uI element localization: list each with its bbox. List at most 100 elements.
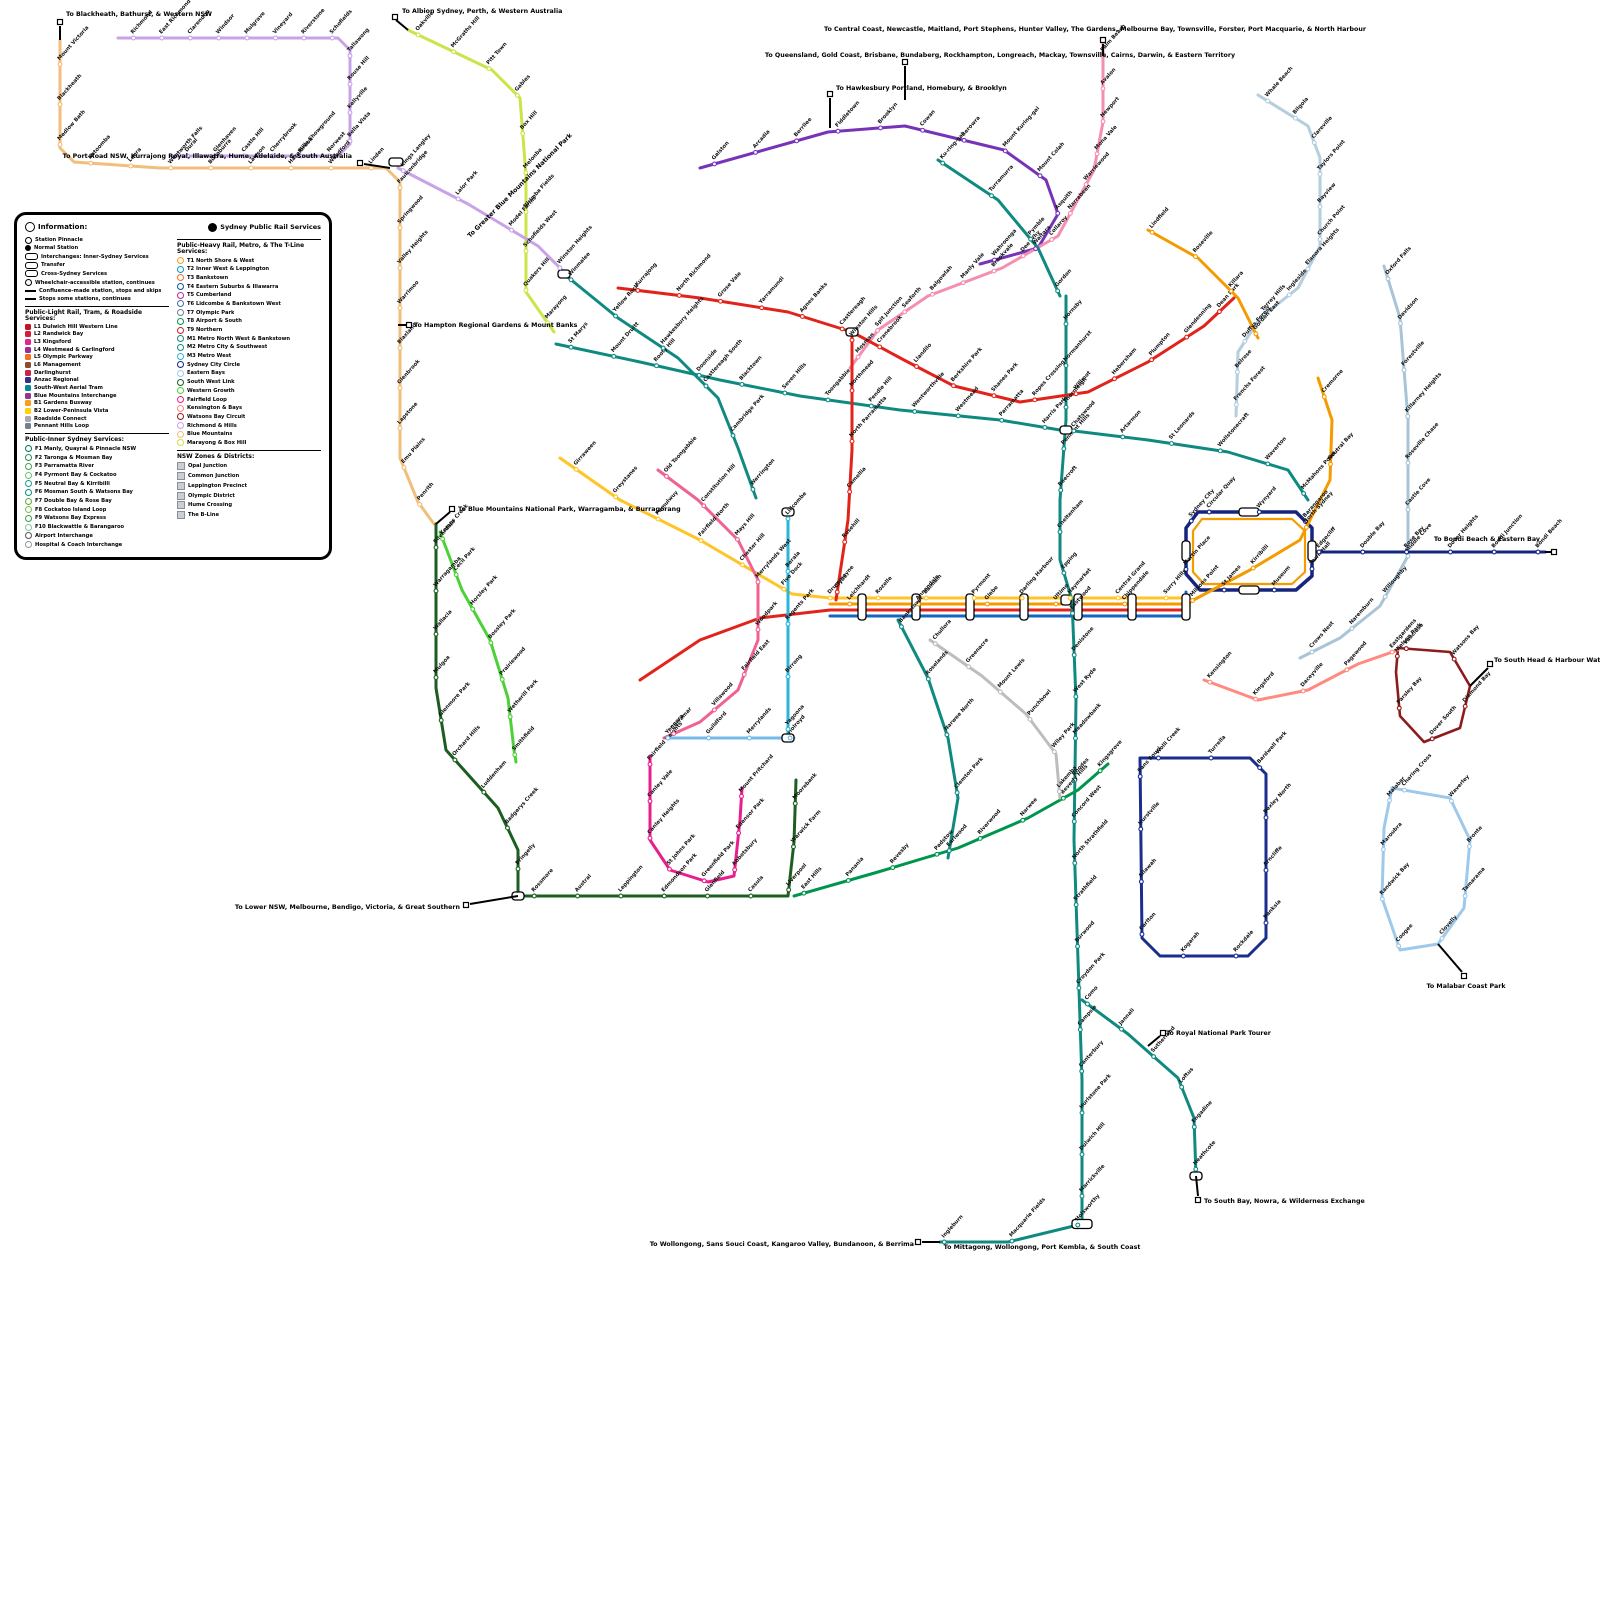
station-dot[interactable]: [1429, 736, 1435, 742]
station-dot[interactable]: [1401, 367, 1407, 373]
station-dot[interactable]: [839, 326, 845, 332]
station-dot[interactable]: [1075, 943, 1080, 949]
legend-item[interactable]: Cross-Sydney Services: [25, 270, 169, 278]
legend-item[interactable]: Transfer: [25, 261, 169, 269]
interchange-box[interactable]: [1073, 593, 1083, 621]
legend-item[interactable]: Roadside Connect: [25, 415, 169, 422]
station-dot[interactable]: [1405, 460, 1411, 466]
station-dot[interactable]: [397, 185, 403, 191]
station-dot[interactable]: [184, 153, 190, 159]
station-dot[interactable]: [509, 227, 514, 233]
station-dot[interactable]: [647, 835, 653, 841]
station-dot[interactable]: [1138, 879, 1144, 885]
station-dot[interactable]: [1020, 817, 1026, 823]
station-dot[interactable]: [1049, 237, 1055, 243]
station-dot[interactable]: [507, 714, 513, 720]
legend-item[interactable]: Eastern Bays: [177, 369, 321, 377]
station-dot[interactable]: [88, 160, 94, 166]
legend-item[interactable]: L6 Management: [25, 361, 169, 368]
station-dot[interactable]: [934, 851, 940, 857]
legend-item[interactable]: B2 Lower-Peninsula Vista: [25, 408, 169, 415]
station-dot[interactable]: [718, 298, 723, 304]
station-dot[interactable]: [916, 601, 921, 607]
interchange-box[interactable]: [1307, 540, 1317, 562]
station-dot[interactable]: [1118, 1026, 1124, 1032]
station-dot[interactable]: [1057, 529, 1063, 535]
legend-item[interactable]: T6 Lidcombe & Bankstown West: [177, 300, 321, 308]
station-dot[interactable]: [785, 674, 791, 680]
legend-item[interactable]: The B-Line: [177, 510, 321, 519]
station-dot[interactable]: [415, 32, 421, 38]
station-dot[interactable]: [573, 466, 579, 472]
interchange-box[interactable]: [965, 593, 975, 621]
station-dot[interactable]: [825, 397, 831, 403]
legend-item[interactable]: Darlinghurst: [25, 369, 169, 376]
station-dot[interactable]: [1094, 151, 1100, 157]
station-dot[interactable]: [635, 287, 641, 293]
station-dot[interactable]: [273, 35, 278, 41]
station-dot[interactable]: [531, 893, 537, 899]
station-dot[interactable]: [397, 345, 403, 351]
legend-item[interactable]: F10 Blackwattle & Barangaroo: [25, 523, 169, 531]
station-dot[interactable]: [481, 789, 487, 795]
station-dot[interactable]: [1139, 931, 1145, 937]
station-dot[interactable]: [57, 101, 63, 107]
station-dot[interactable]: [328, 165, 334, 171]
legend-item[interactable]: Leppington Precinct: [177, 481, 321, 490]
station-dot[interactable]: [1344, 667, 1350, 673]
station-dot[interactable]: [902, 309, 908, 315]
legend-item[interactable]: F5 Neutral Bay & Kirribilli: [25, 480, 169, 488]
station-dot[interactable]: [1073, 735, 1078, 741]
station-dot[interactable]: [1079, 1152, 1085, 1157]
station-dot[interactable]: [1063, 404, 1069, 410]
interchange-box[interactable]: [911, 593, 921, 621]
station-dot[interactable]: [827, 595, 833, 601]
station-dot[interactable]: [655, 516, 661, 522]
station-dot[interactable]: [711, 707, 717, 713]
terminus-marker[interactable]: [462, 901, 470, 909]
station-dot[interactable]: [1072, 860, 1078, 866]
station-dot[interactable]: [1058, 487, 1064, 493]
station-dot[interactable]: [1120, 434, 1126, 440]
station-dot[interactable]: [647, 761, 653, 767]
station-dot[interactable]: [748, 893, 754, 899]
station-dot[interactable]: [739, 562, 745, 568]
station-dot[interactable]: [130, 35, 136, 41]
station-dot[interactable]: [1394, 653, 1400, 659]
station-dot[interactable]: [1286, 292, 1292, 298]
station-dot[interactable]: [1317, 236, 1323, 242]
station-dot[interactable]: [523, 248, 529, 254]
interchange-box[interactable]: [388, 157, 404, 167]
interchange-box[interactable]: [1238, 585, 1260, 595]
station-dot[interactable]: [671, 731, 677, 737]
station-dot[interactable]: [1380, 847, 1386, 852]
station-dot[interactable]: [847, 489, 853, 495]
station-dot[interactable]: [1073, 694, 1079, 700]
station-dot[interactable]: [1535, 549, 1541, 555]
station-dot[interactable]: [397, 385, 403, 391]
station-dot[interactable]: [1115, 595, 1121, 601]
station-dot[interactable]: [1063, 321, 1069, 327]
legend-item[interactable]: Blue Mountains Interchange: [25, 392, 169, 399]
station-dot[interactable]: [433, 588, 439, 594]
station-dot[interactable]: [1449, 798, 1454, 804]
station-dot[interactable]: [1079, 1193, 1085, 1199]
station-dot[interactable]: [971, 595, 977, 601]
station-dot[interactable]: [1396, 705, 1402, 711]
terminus-marker[interactable]: [1460, 972, 1468, 980]
station-dot[interactable]: [705, 893, 710, 899]
station-dot[interactable]: [676, 293, 682, 298]
station-dot[interactable]: [1028, 236, 1034, 242]
station-dot[interactable]: [801, 890, 807, 896]
legend-item[interactable]: T2 Inner West & Leppington: [177, 265, 321, 273]
station-dot[interactable]: [208, 165, 214, 171]
station-dot[interactable]: [523, 209, 529, 215]
station-dot[interactable]: [523, 287, 529, 293]
station-dot[interactable]: [991, 393, 997, 399]
station-dot[interactable]: [1451, 656, 1457, 662]
legend-item[interactable]: Blue Mountains: [177, 430, 321, 438]
station-dot[interactable]: [785, 516, 791, 522]
station-dot[interactable]: [1403, 646, 1409, 652]
station-dot[interactable]: [453, 572, 459, 578]
station-dot[interactable]: [890, 865, 896, 871]
